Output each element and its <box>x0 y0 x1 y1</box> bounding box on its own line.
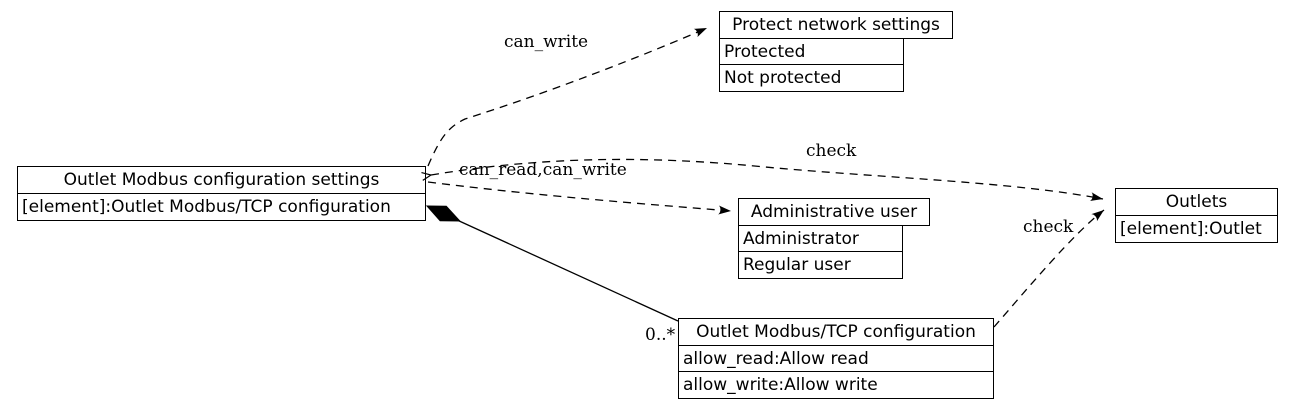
node-row-regular-user: Regular user <box>738 251 903 280</box>
node-outlet-modbus-configuration-settings: Outlet Modbus configuration settings [el… <box>17 166 426 221</box>
node-title-administrative-user: Administrative user <box>738 198 930 226</box>
node-administrative-user: Administrative user Administrator Regula… <box>738 198 930 280</box>
node-title-outlets: Outlets <box>1115 188 1278 216</box>
node-title-outlet-modbus-configuration-settings: Outlet Modbus configuration settings <box>17 166 426 194</box>
node-row-element-outlet: [element]:Outlet <box>1115 214 1278 243</box>
node-row-allow-write: allow_write:Allow write <box>678 371 994 400</box>
edge-composition-line <box>456 219 679 322</box>
edge-can-read-can-write-line <box>427 181 732 215</box>
node-outlet-modbus-tcp-configuration: Outlet Modbus/TCP configuration allow_re… <box>678 318 994 400</box>
node-title-protect-network-settings: Protect network settings <box>719 11 953 39</box>
edge-label-check-settings-outlets: check <box>806 141 857 161</box>
node-row-administrator: Administrator <box>738 224 903 253</box>
edge-label-check-config-outlets: check <box>1023 217 1074 237</box>
node-outlets: Outlets [element]:Outlet <box>1115 188 1278 243</box>
composition-diamond <box>425 205 461 222</box>
node-row-allow-read: allow_read:Allow read <box>678 344 994 373</box>
node-row-element-outlet-modbus-tcp-configuration: [element]:Outlet Modbus/TCP configuratio… <box>17 192 426 221</box>
node-title-outlet-modbus-tcp-configuration: Outlet Modbus/TCP configuration <box>678 318 994 346</box>
node-row-protected: Protected <box>719 37 904 66</box>
node-row-not-protected: Not protected <box>719 64 904 93</box>
edge-label-can-read-can-write: can_read,can_write <box>459 160 627 180</box>
node-protect-network-settings: Protect network settings Protected Not p… <box>719 11 953 93</box>
edge-label-can-write: can_write <box>504 32 589 52</box>
edge-label-multiplicity-0-many: 0..* <box>645 325 676 345</box>
